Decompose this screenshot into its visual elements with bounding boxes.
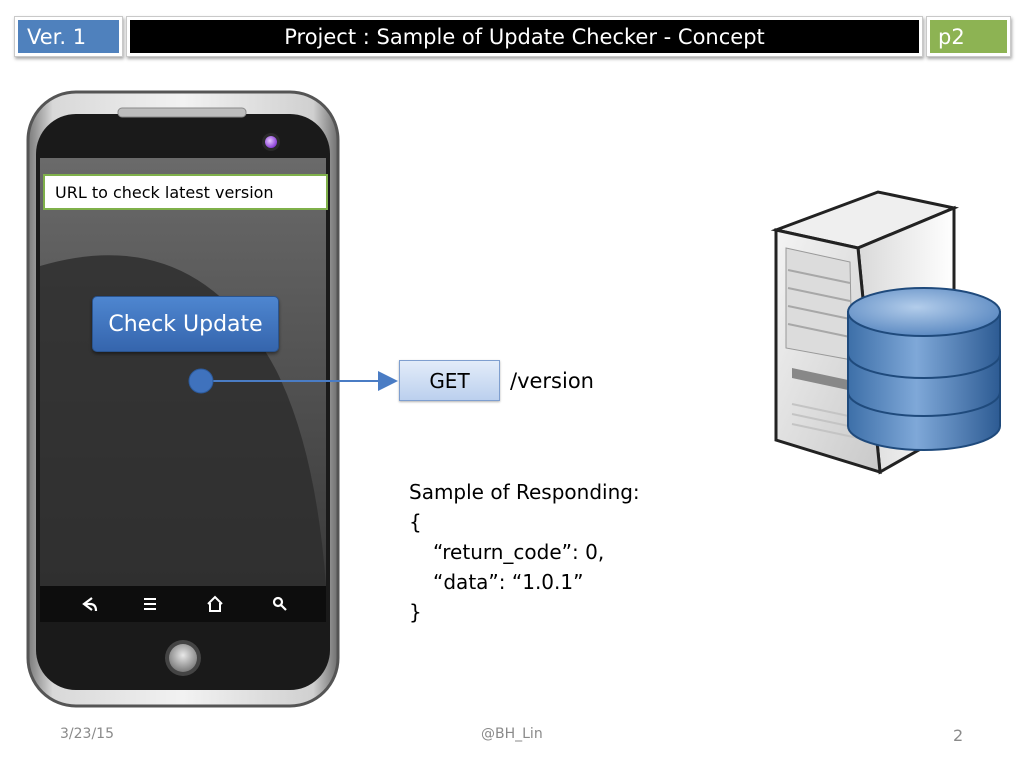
footer-author: @BH_Lin [481, 726, 543, 742]
home-button [169, 644, 197, 672]
response-line: “return_code”: 0, [433, 540, 605, 564]
footer-page-number: 2 [953, 726, 964, 745]
touch-point [188, 368, 214, 394]
version-badge: Ver. 1 [14, 16, 123, 57]
version-label: Ver. 1 [18, 20, 119, 53]
url-input[interactable]: URL to check latest version [43, 174, 328, 210]
page-title: Project : Sample of Update Checker - Con… [130, 20, 919, 53]
home-icon [207, 595, 223, 612]
server-database-icon [770, 190, 1001, 475]
http-method-box: GET [399, 360, 500, 401]
page-tag: p2 [926, 16, 1011, 57]
footer-date: 3/23/15 [60, 726, 114, 742]
search-icon [272, 596, 287, 611]
response-sample: Sample of Responding: { “return_code”: 0… [409, 477, 640, 627]
endpoint-path: /version [510, 369, 594, 393]
response-line: } [409, 600, 422, 624]
title-bar: Project : Sample of Update Checker - Con… [126, 16, 923, 57]
check-update-button[interactable]: Check Update [92, 296, 279, 352]
response-heading: Sample of Responding: [409, 480, 640, 504]
response-line: “data”: “1.0.1” [433, 570, 584, 594]
response-line: { [409, 510, 422, 534]
back-icon [82, 597, 98, 612]
page-tag-label: p2 [930, 20, 1007, 53]
menu-icon [144, 598, 156, 610]
